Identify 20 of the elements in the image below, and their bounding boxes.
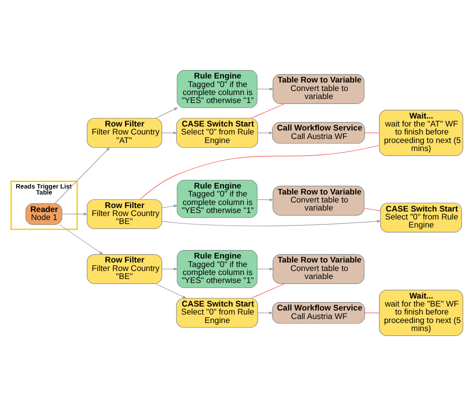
arrow (257, 267, 274, 270)
arrow (257, 198, 274, 201)
connector (364, 312, 380, 313)
arrow (162, 267, 178, 270)
arrow (257, 87, 274, 90)
arrow (162, 204, 178, 208)
arrow (162, 219, 382, 226)
connector (140, 144, 380, 200)
connector (364, 132, 380, 133)
arrow (59, 224, 104, 254)
connector (364, 207, 381, 211)
arrow (156, 106, 178, 118)
arrow (62, 212, 88, 216)
arrow (162, 130, 178, 134)
arrow (258, 130, 274, 134)
connector (251, 282, 285, 298)
connector (251, 102, 285, 118)
arrow (156, 282, 187, 298)
arrow (258, 310, 274, 314)
arrow (54, 146, 110, 204)
